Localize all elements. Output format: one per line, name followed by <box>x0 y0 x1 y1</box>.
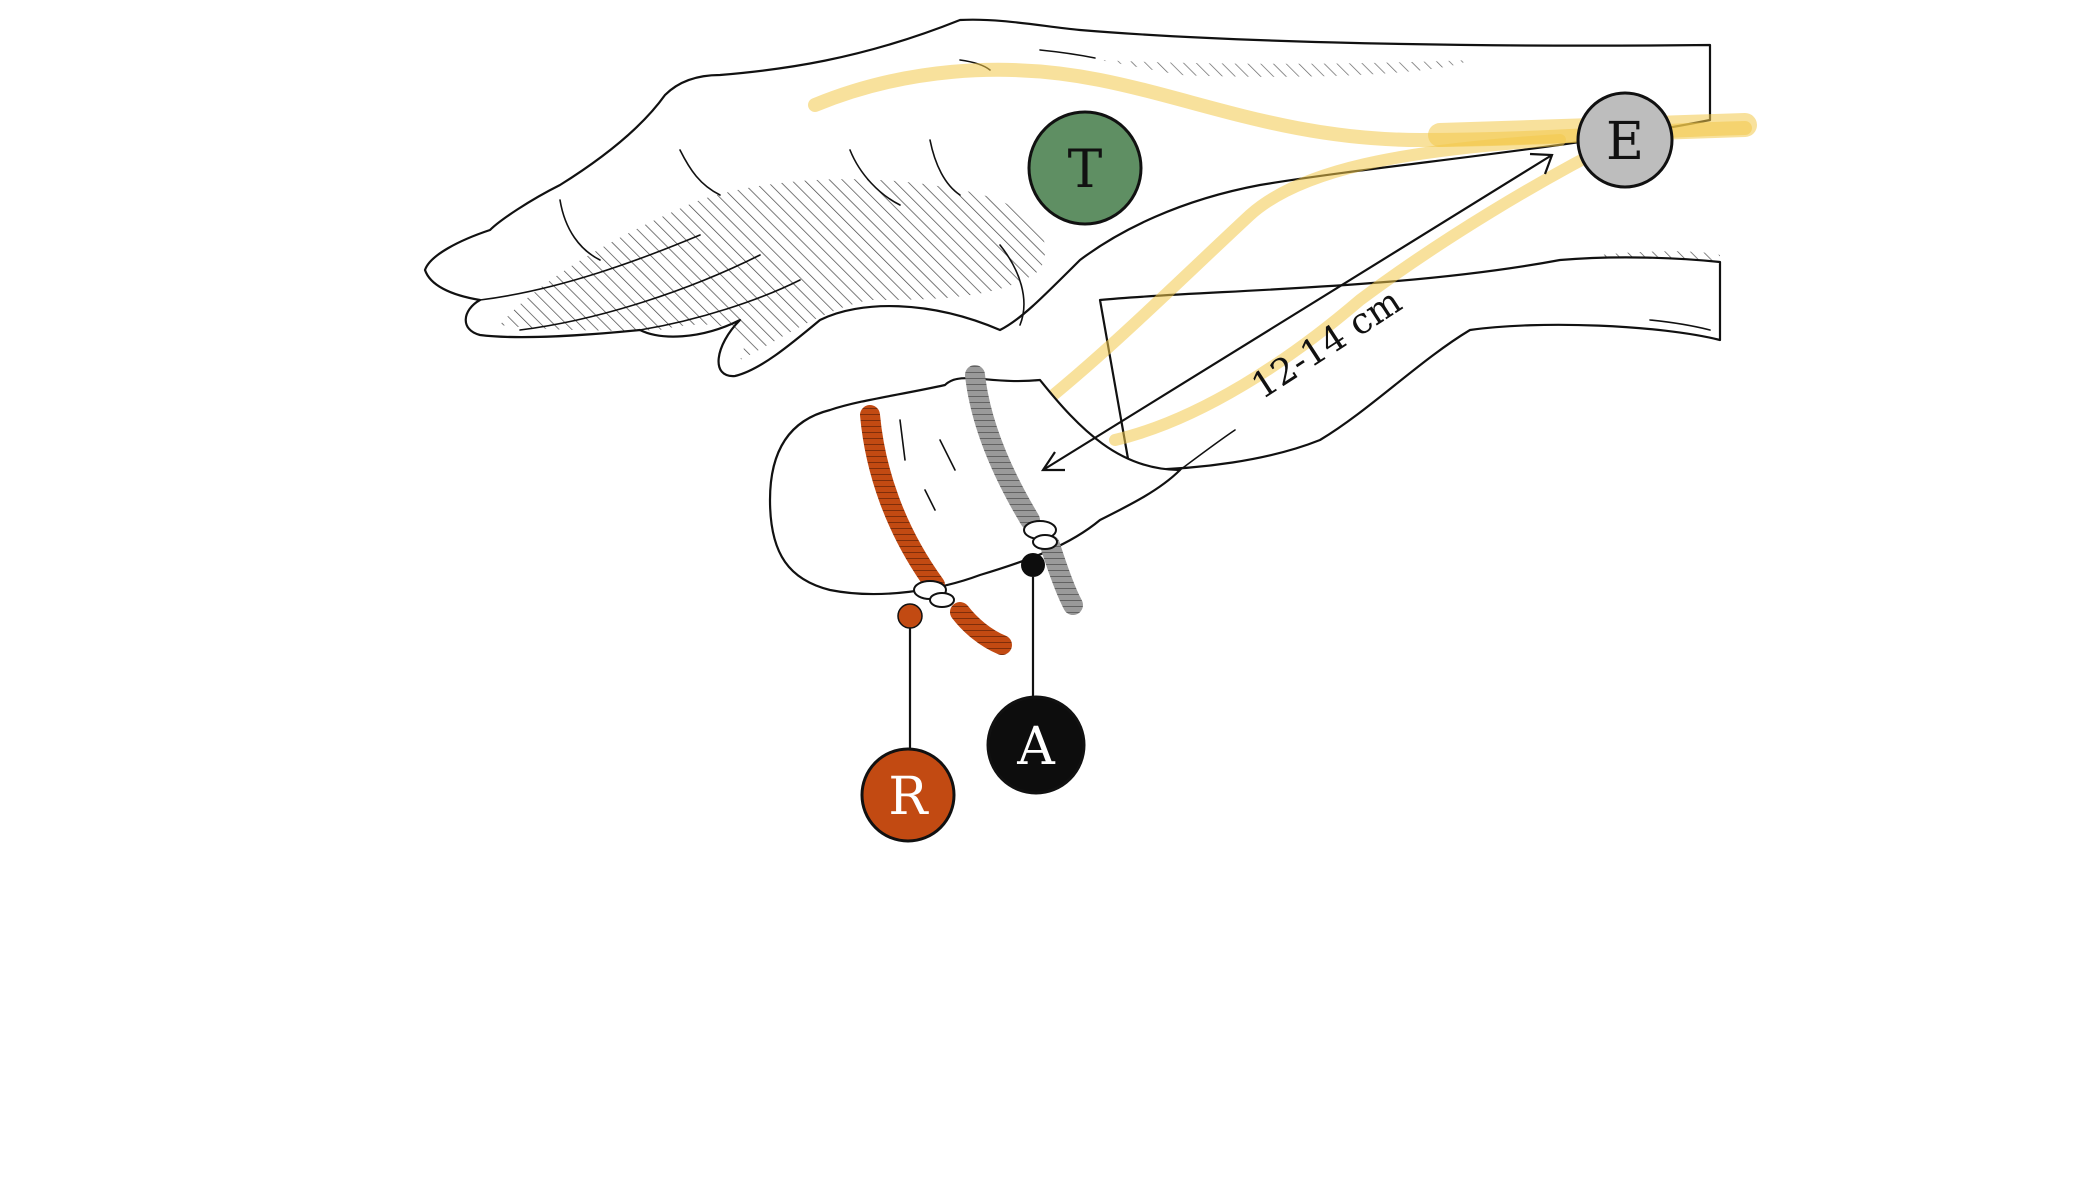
active-lead-dot <box>1021 553 1045 577</box>
label-a: A <box>986 695 1086 795</box>
nerve-branch-2 <box>1109 134 1626 446</box>
active-ring-electrode <box>965 365 1083 615</box>
label-r-text: R <box>888 767 929 827</box>
nerve-branch-1 <box>1029 134 1566 416</box>
label-t: T <box>1027 110 1143 226</box>
reference-ring-electrode <box>860 405 1012 655</box>
upper-hand <box>423 18 1722 472</box>
label-e: E <box>1576 91 1674 189</box>
lead-wires <box>897 553 1045 750</box>
label-e-text: E <box>1606 112 1644 172</box>
label-e-circle <box>1576 91 1674 189</box>
label-a-text: A <box>1016 717 1056 777</box>
label-r: R <box>860 747 956 843</box>
label-t-circle <box>1027 110 1143 226</box>
label-t-text: T <box>1068 140 1103 200</box>
reference-lead-dot <box>897 603 923 629</box>
label-r-circle <box>860 747 956 843</box>
label-a-circle <box>986 695 1086 795</box>
